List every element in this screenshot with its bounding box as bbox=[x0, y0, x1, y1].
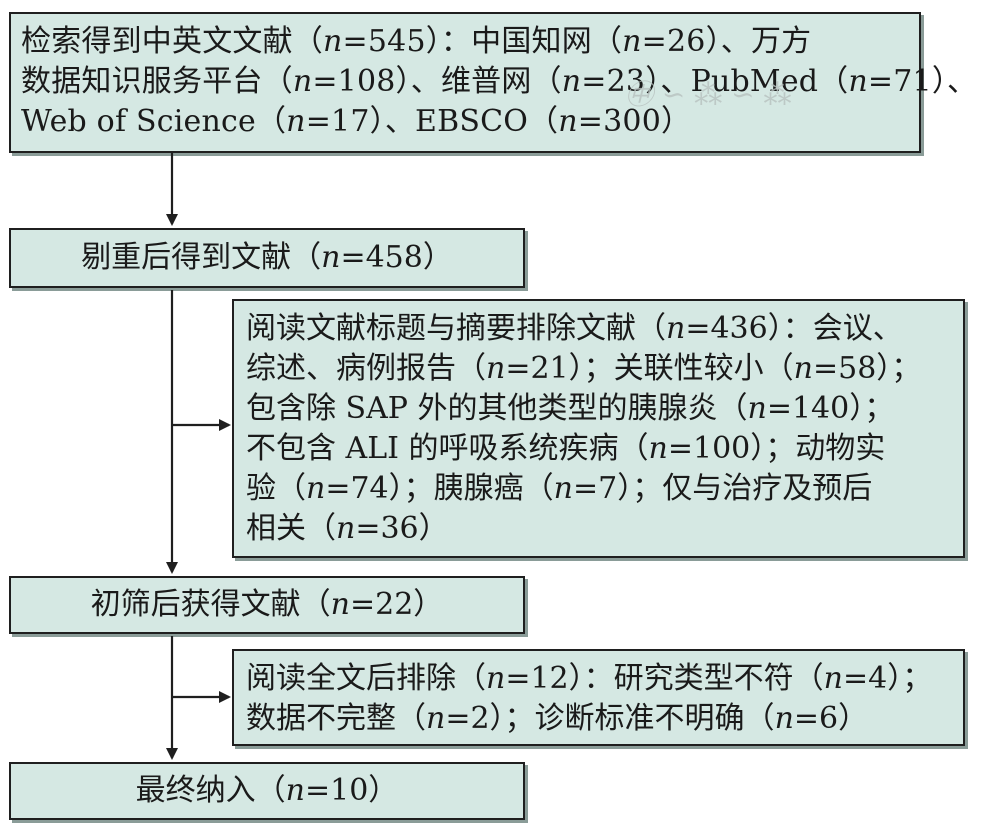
sample-size-symbol: n bbox=[747, 391, 767, 426]
sample-size-symbol: n bbox=[306, 471, 326, 506]
sample-size-symbol: n bbox=[323, 24, 343, 59]
text-segment: =458） bbox=[340, 240, 453, 275]
text-segment: =12）：研究类型不符（ bbox=[505, 661, 824, 696]
sample-size-symbol: n bbox=[561, 64, 582, 99]
text-segment: 阅读文献标题与摘要排除文献（ bbox=[246, 311, 666, 346]
text-segment: =140）； bbox=[766, 391, 895, 426]
search-results-box: 检索得到中英文文献（n=545）：中国知网（n=26）、万方数据知识服务平台（n… bbox=[9, 12, 977, 153]
box-text-line: 数据知识服务平台（n=108）、维普网（n=23）、PubMed（n=71）、 bbox=[21, 62, 977, 102]
box-text-line: 检索得到中英文文献（n=545）：中国知网（n=26）、万方 bbox=[21, 22, 909, 62]
text-segment: =545）：中国知网（ bbox=[342, 24, 623, 59]
text-segment: =71）、 bbox=[867, 64, 978, 99]
text-segment: 数据知识服务平台（ bbox=[21, 64, 293, 99]
fulltext-exclusion-box: 阅读全文后排除（n=12）：研究类型不符（n=4）；数据不完整（n=2）；诊断标… bbox=[232, 649, 965, 746]
text-segment: =21）；关联性较小（ bbox=[505, 351, 794, 386]
title-abstract-exclusion-box: 阅读文献标题与摘要排除文献（n=436）：会议、综述、病例报告（n=21）；关联… bbox=[232, 299, 965, 558]
text-segment: =300） bbox=[577, 104, 692, 139]
text-segment: =100）；动物实 bbox=[667, 431, 886, 466]
text-segment: 剔重后得到文献（ bbox=[81, 240, 322, 275]
box-text-line: 综述、病例报告（n=21）；关联性较小（n=58）； bbox=[246, 349, 951, 389]
sample-size-symbol: n bbox=[321, 240, 341, 275]
sample-size-symbol: n bbox=[553, 471, 573, 506]
text-segment: 阅读全文后排除（ bbox=[246, 661, 486, 696]
sample-size-symbol: n bbox=[330, 587, 350, 622]
text-segment: 验（ bbox=[246, 471, 306, 506]
sample-size-symbol: n bbox=[486, 351, 506, 386]
box-text-line: 验（n=74）；胰腺癌（n=7）；仅与治疗及预后 bbox=[246, 469, 951, 509]
box-text-line: Web of Science（n=17）、EBSCO（n=300） bbox=[21, 102, 909, 142]
text-segment: =108）、维普网（ bbox=[312, 64, 562, 99]
sample-size-symbol: n bbox=[285, 773, 305, 808]
text-segment: =22） bbox=[350, 587, 444, 622]
text-segment: =23）、PubMed（ bbox=[581, 64, 849, 99]
box-text-line: 阅读全文后排除（n=12）：研究类型不符（n=4）； bbox=[246, 659, 951, 699]
sample-size-symbol: n bbox=[486, 661, 506, 696]
sample-size-symbol: n bbox=[622, 24, 642, 59]
deduplicated-box: 剔重后得到文献（n=458） bbox=[9, 228, 525, 288]
text-segment: 数据不完整（ bbox=[246, 701, 426, 736]
box-text-line: 剔重后得到文献（n=458） bbox=[11, 230, 523, 285]
box-text-line: 不包含 ALI 的呼吸系统疾病（n=100）；动物实 bbox=[246, 429, 951, 469]
sample-size-symbol: n bbox=[336, 511, 356, 546]
sample-size-symbol: n bbox=[666, 311, 686, 346]
text-segment: =74）；胰腺癌（ bbox=[325, 471, 554, 506]
box-text-line: 最终纳入（n=10） bbox=[11, 764, 523, 817]
box-text-line: 包含除 SAP 外的其他类型的胰腺炎（n=140）； bbox=[246, 389, 951, 429]
box-text-line: 阅读文献标题与摘要排除文献（n=436）：会议、 bbox=[246, 309, 951, 349]
sample-size-symbol: n bbox=[848, 64, 868, 99]
text-segment: =2）；诊断标准不明确（ bbox=[445, 701, 775, 736]
text-segment: =36） bbox=[355, 511, 449, 546]
text-segment: 不包含 ALI 的呼吸系统疾病（ bbox=[246, 431, 649, 466]
text-segment: =7）；仅与治疗及预后 bbox=[572, 471, 873, 506]
sample-size-symbol: n bbox=[648, 431, 668, 466]
box-text-line: 数据不完整（n=2）；诊断标准不明确（n=6） bbox=[246, 699, 951, 739]
text-segment: 最终纳入（ bbox=[135, 773, 286, 808]
box-text-line: 相关（n=36） bbox=[246, 509, 951, 549]
sample-size-symbol: n bbox=[793, 351, 813, 386]
text-segment: 检索得到中英文文献（ bbox=[21, 24, 323, 59]
sample-size-symbol: n bbox=[774, 701, 794, 736]
text-segment: 包含除 SAP 外的其他类型的胰腺炎（ bbox=[246, 391, 748, 426]
text-segment: =6） bbox=[793, 701, 869, 736]
text-segment: =4）； bbox=[842, 661, 933, 696]
final-included-box: 最终纳入（n=10） bbox=[9, 762, 525, 820]
text-segment: =58）； bbox=[812, 351, 922, 386]
text-segment: =17）、EBSCO（ bbox=[305, 104, 559, 139]
sample-size-symbol: n bbox=[558, 104, 578, 139]
publisher-watermark: ㊥ ∽ ⁂ ∽ ⁂ bbox=[625, 78, 792, 111]
text-segment: Web of Science（ bbox=[21, 104, 287, 139]
initial-screening-box: 初筛后获得文献（n=22） bbox=[9, 576, 525, 634]
text-segment: =10） bbox=[305, 773, 399, 808]
sample-size-symbol: n bbox=[292, 64, 313, 99]
text-segment: 初筛后获得文献（ bbox=[90, 587, 331, 622]
sample-size-symbol: n bbox=[823, 661, 843, 696]
sample-size-symbol: n bbox=[286, 104, 306, 139]
sample-size-symbol: n bbox=[426, 701, 446, 736]
text-segment: =26）、万方 bbox=[641, 24, 812, 59]
text-segment: 综述、病例报告（ bbox=[246, 351, 486, 386]
text-segment: =436）：会议、 bbox=[685, 311, 903, 346]
box-text-line: 初筛后获得文献（n=22） bbox=[11, 578, 523, 631]
text-segment: 相关（ bbox=[246, 511, 336, 546]
